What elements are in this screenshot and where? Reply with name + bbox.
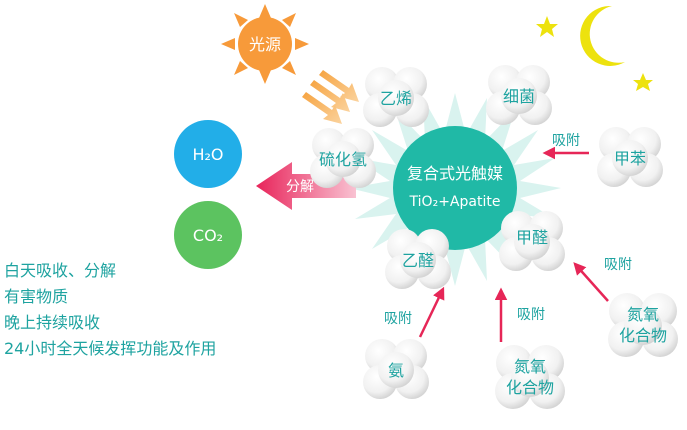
cluster-nox-right-label: 氮氧 xyxy=(627,305,659,324)
co2-circle xyxy=(174,201,242,269)
sun-label: 光源 xyxy=(249,35,281,54)
cluster-nox-bottom-label: 氮氧 xyxy=(514,357,546,376)
star-icon xyxy=(536,16,558,37)
cluster-ethylene xyxy=(363,67,429,127)
cluster-formaldehyde xyxy=(499,211,565,271)
cluster-ethylene-label: 乙烯 xyxy=(380,89,412,108)
cluster-ammonia xyxy=(363,339,429,399)
cluster-formaldehyde-label: 甲醛 xyxy=(516,228,548,247)
catalyst-formula: TiO₂+Apatite xyxy=(409,194,501,210)
decompose-label: 分解 xyxy=(286,179,314,195)
cluster-acetaldehyde-label: 乙醛 xyxy=(402,251,434,270)
adsorb-label: 吸附 xyxy=(604,257,632,273)
cluster-toluene-label: 甲苯 xyxy=(614,149,646,168)
cluster-toluene xyxy=(597,127,663,187)
catalyst-center: 复合式光触媒 TiO₂+Apatite xyxy=(349,93,561,286)
cluster-nox-right xyxy=(608,293,678,357)
cluster-bacteria xyxy=(486,65,552,125)
catalyst-title: 复合式光触媒 xyxy=(407,164,503,183)
description-line: 24小时全天候发挥功能及作用 xyxy=(4,339,216,358)
adsorb-label: 吸附 xyxy=(384,311,412,327)
description-line: 白天吸收、分解 xyxy=(4,261,116,280)
moon-icon xyxy=(580,5,625,66)
cluster-acetaldehyde xyxy=(385,229,451,289)
cluster-nox-bottom-label: 化合物 xyxy=(506,378,554,397)
star-icon xyxy=(633,73,653,91)
light-rays-icon xyxy=(302,70,359,124)
sun-icon xyxy=(221,4,309,84)
cluster-nox-bottom xyxy=(495,345,565,409)
cluster-hydrogen-sulfide-label: 硫化氢 xyxy=(319,150,367,169)
cluster-nox-right-label: 化合物 xyxy=(619,326,667,345)
co2-label: CO₂ xyxy=(193,226,223,245)
adsorb-arrow xyxy=(418,286,445,338)
adsorb-arrow xyxy=(573,262,609,302)
description-line: 有害物质 xyxy=(4,287,68,306)
cluster-hydrogen-sulfide xyxy=(310,128,376,188)
cluster-ammonia-label: 氨 xyxy=(388,361,404,380)
description-line: 晚上持续吸收 xyxy=(4,313,100,332)
h2o-circle xyxy=(174,120,242,188)
adsorb-label: 吸附 xyxy=(552,133,580,149)
cluster-bacteria-label: 细菌 xyxy=(503,87,535,106)
adsorb-label: 吸附 xyxy=(517,307,545,323)
h2o-label: H₂O xyxy=(192,145,223,164)
